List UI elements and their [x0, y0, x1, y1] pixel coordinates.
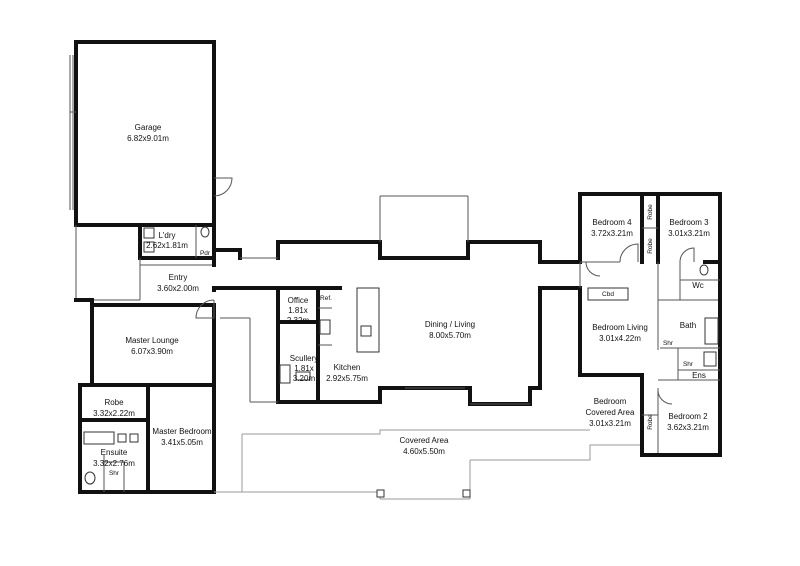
robe-b3-name: Robe — [647, 238, 654, 254]
robe-master-name: Robe — [104, 398, 124, 407]
garage-name: Garage — [135, 123, 162, 132]
entry-size: 3.60x2.00m — [157, 284, 199, 293]
garage-size: 6.82x9.01m — [127, 134, 169, 143]
covered-area-name: Covered Area — [400, 436, 449, 445]
scullery-size-line1: 1.81x — [294, 364, 314, 373]
laundry-walls — [138, 223, 216, 260]
master-bedroom-size: 3.41x5.05m — [161, 438, 203, 447]
laundry-size: 2.62x1.81m — [146, 241, 188, 250]
office-size-line1: 1.81x — [288, 306, 308, 315]
office-name: Office — [288, 296, 309, 305]
bath-name: Bath — [680, 321, 696, 330]
dining-living-name: Dining / Living — [425, 320, 475, 329]
bedroom-covered-name-line2: Covered Area — [586, 408, 635, 417]
kitchen-name: Kitchen — [334, 363, 361, 372]
robe-master-size: 3.32x2.22m — [93, 409, 135, 418]
master-wing-walls — [74, 298, 242, 494]
ens-name: Ens — [692, 371, 706, 380]
entry-name: Entry — [169, 273, 188, 282]
robe-b2-name: Robe — [647, 414, 654, 430]
dining-living-size: 8.00x5.70m — [429, 331, 471, 340]
scullery-size-line2: 3.20m — [293, 374, 316, 383]
wc-name: Wc — [692, 281, 704, 290]
covered-area-outline — [241, 429, 640, 500]
bedroom4-name: Bedroom 4 — [592, 218, 632, 227]
scullery-name: Scullery — [290, 354, 318, 363]
ensuite-size: 3.32x2.76m — [93, 459, 135, 468]
bedroom2-size: 3.62x3.21m — [667, 423, 709, 432]
bedroom3-size: 3.01x3.21m — [668, 229, 710, 238]
room-labels: Garage 6.82x9.01m L'dry 2.62x1.81m Pdr E… — [93, 123, 710, 477]
shower-bath-name: Shr — [663, 340, 674, 347]
kitchen-walls — [212, 286, 382, 404]
bedroom-covered-size: 3.01x3.21m — [589, 419, 631, 428]
ensuite-name: Ensuite — [101, 448, 128, 457]
powder-name: Pdr — [200, 250, 211, 257]
master-lounge-name: Master Lounge — [125, 336, 179, 345]
bedroom3-name: Bedroom 3 — [669, 218, 709, 227]
bedroom2-name: Bedroom 2 — [668, 412, 708, 421]
bedroom-wing-walls — [578, 192, 722, 457]
shower-ens-name: Shr — [683, 361, 694, 368]
laundry-name: L'dry — [158, 231, 175, 240]
fridge-name: Ref. — [320, 295, 332, 302]
covered-area-size: 4.60x5.50m — [403, 447, 445, 456]
robe-b4-name: Robe — [647, 204, 654, 220]
office-size-line2: 2.32m — [287, 316, 310, 325]
master-bedroom-name: Master Bedroom — [152, 427, 211, 436]
shower-ensuite-name: Shr — [109, 470, 120, 477]
dining-living-walls — [378, 195, 582, 406]
bedroom-covered-name-line1: Bedroom — [594, 397, 627, 406]
cupboard-name: Cbd — [602, 291, 614, 298]
entry-walls — [75, 225, 382, 301]
kitchen-size: 2.92x5.75m — [326, 374, 368, 383]
bedroom-living-size: 3.01x4.22m — [599, 334, 641, 343]
bedroom-living-name: Bedroom Living — [592, 323, 648, 332]
bedroom4-size: 3.72x3.21m — [591, 229, 633, 238]
master-lounge-size: 6.07x3.90m — [131, 347, 173, 356]
